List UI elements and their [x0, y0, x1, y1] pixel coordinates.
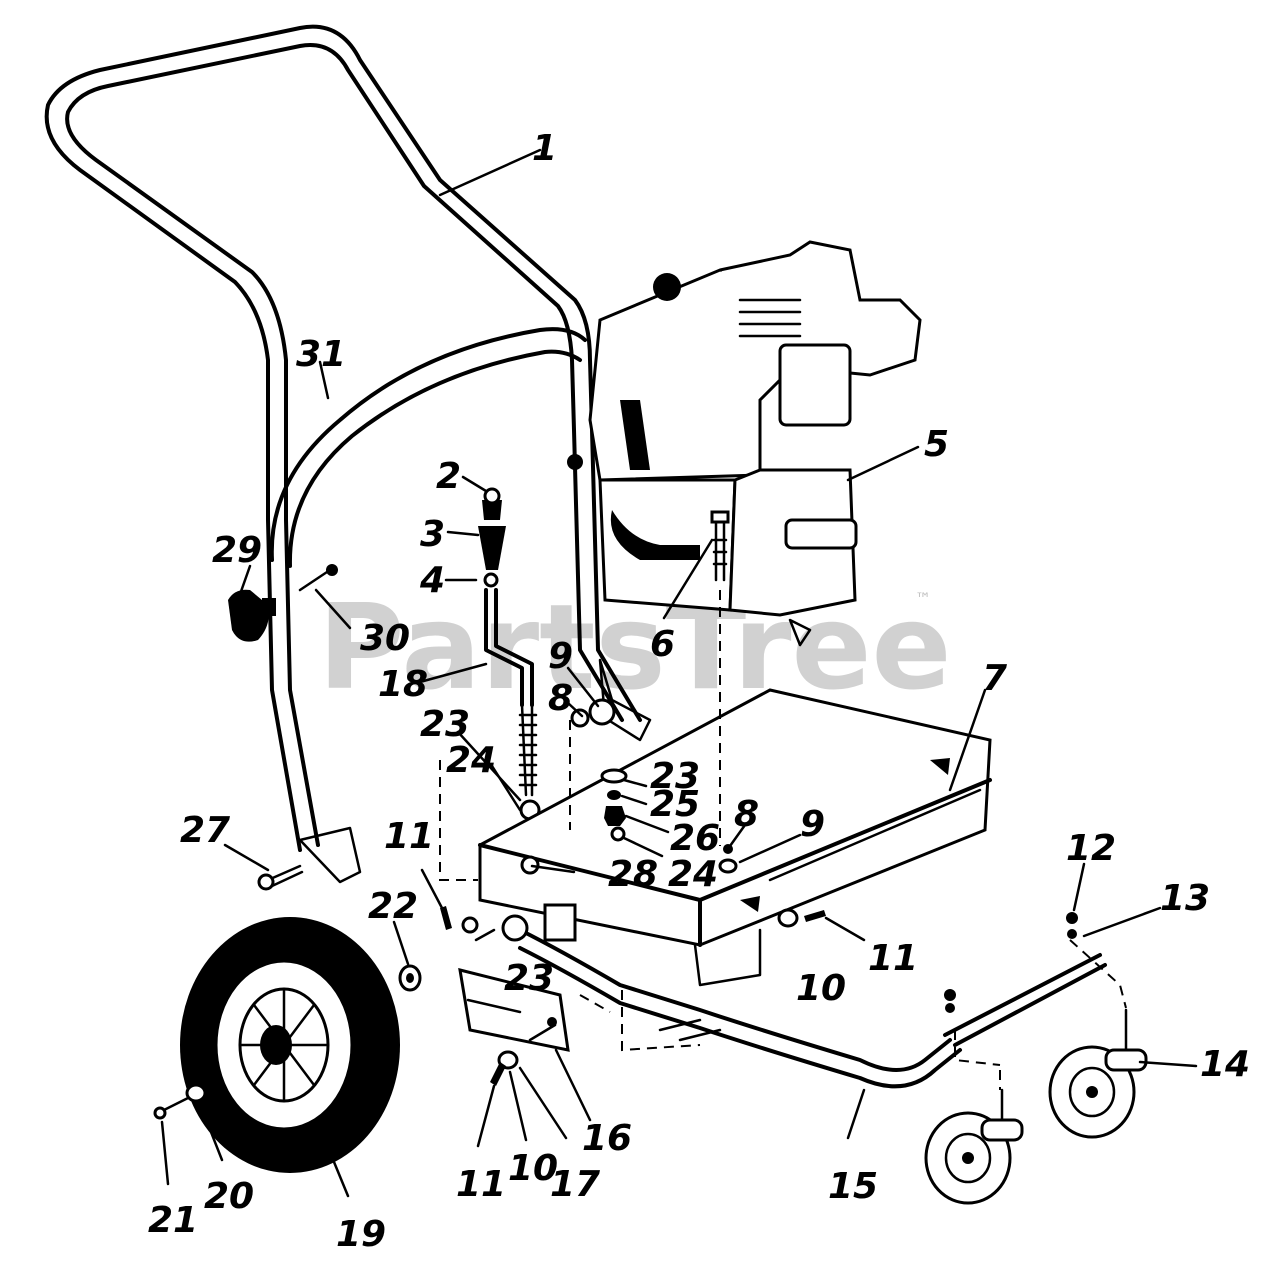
- callout-9-right: 9: [800, 804, 825, 845]
- callout-2: 2: [436, 456, 461, 497]
- callout-18: 18: [378, 664, 428, 705]
- caster-wheel-right: [1048, 1008, 1148, 1139]
- callout-13: 13: [1160, 878, 1210, 919]
- washer-20: [185, 1083, 207, 1103]
- bolt-27: [257, 864, 304, 891]
- callout-29: 29: [212, 530, 262, 571]
- callout-12: 12: [1066, 828, 1116, 869]
- hub-washer-22: [398, 964, 422, 992]
- bolt-11-right: [804, 910, 826, 922]
- main-wheel: [180, 917, 400, 1173]
- callout-4: 4: [419, 560, 445, 601]
- callout-23-right: 23: [650, 756, 700, 797]
- bolt-21: [153, 1096, 190, 1120]
- bolt-11-left: [440, 906, 479, 934]
- callout-6: 6: [650, 624, 675, 665]
- callout-19: 19: [336, 1214, 386, 1255]
- callout-24-right: 24: [668, 854, 718, 895]
- callout-15: 15: [828, 1166, 878, 1207]
- callout-3: 3: [420, 514, 445, 555]
- hardware-stack: [570, 698, 738, 874]
- callout-10-right: 10: [796, 968, 846, 1009]
- callout-11-lower: 11: [456, 1164, 506, 1205]
- axle-frame: [501, 855, 962, 1089]
- watermark-trademark: ™: [915, 589, 931, 608]
- bolt-6: [710, 510, 730, 582]
- callout-7: 7: [982, 658, 1007, 699]
- callout-11-right: 11: [868, 938, 918, 979]
- bolt-11-lower: [490, 1062, 506, 1086]
- caster-wheel-left: [924, 1088, 1024, 1205]
- callouts: 1 2 3 4 5 6 7 8 8 9 9 10 10 11 11 11 12 …: [148, 128, 1250, 1255]
- assembly-guides: [439, 590, 1127, 1090]
- callout-25: 25: [650, 784, 700, 825]
- callout-21: 21: [148, 1200, 198, 1241]
- washer-10-right: [777, 908, 799, 928]
- callout-31: 31: [296, 334, 346, 375]
- callout-10-lower: 10: [508, 1148, 558, 1189]
- callout-24-left: 24: [446, 740, 496, 781]
- callout-14: 14: [1200, 1044, 1250, 1085]
- handle-frame: [44, 24, 652, 884]
- callout-23-lower: 23: [504, 958, 554, 999]
- washer-10-lower: [497, 1050, 519, 1070]
- knob-handle: [228, 589, 276, 642]
- bracket-16: [458, 967, 570, 1052]
- leader-lines: [160, 148, 1198, 1198]
- crossbar: [269, 327, 587, 568]
- callout-22: 22: [368, 886, 418, 927]
- callout-9-upper: 9: [548, 636, 573, 677]
- engine: [588, 240, 922, 617]
- callout-5: 5: [924, 424, 949, 465]
- callout-28: 28: [608, 854, 658, 895]
- callout-11-left: 11: [384, 816, 434, 857]
- callout-8-upper: 8: [548, 678, 573, 719]
- bolt-30: [298, 564, 338, 592]
- callout-1: 1: [532, 128, 557, 169]
- rear-bar: [943, 912, 1107, 1047]
- callout-20: 20: [204, 1176, 254, 1217]
- callout-30: 30: [360, 618, 410, 659]
- callout-8-right: 8: [734, 794, 759, 835]
- callout-26: 26: [670, 818, 720, 859]
- callout-27: 27: [180, 810, 230, 851]
- base-plate: [478, 618, 992, 987]
- callout-16: 16: [582, 1118, 632, 1159]
- callout-17: 17: [550, 1164, 600, 1205]
- callout-23-upper: 23: [420, 704, 470, 745]
